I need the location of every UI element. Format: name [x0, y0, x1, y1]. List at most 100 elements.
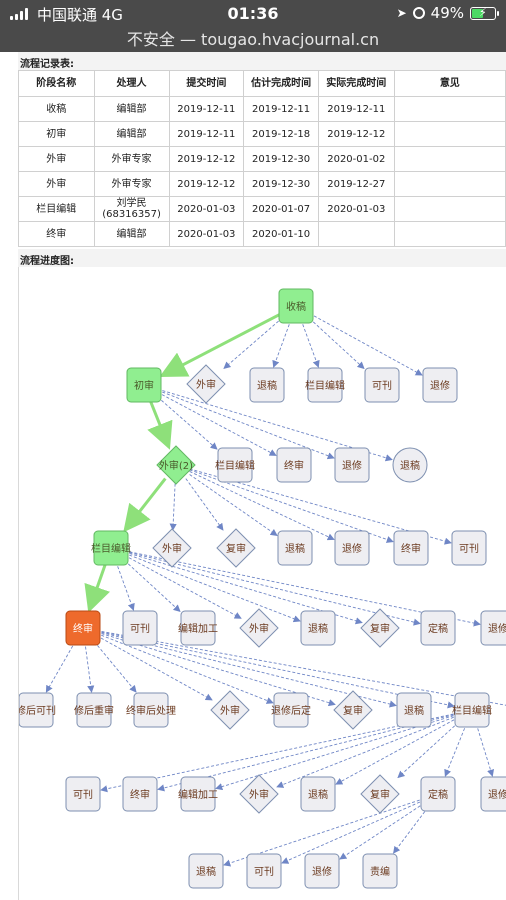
table-cell: 编辑部 [93, 96, 170, 122]
flow-node: 外审 [186, 364, 226, 404]
flow-edge [84, 641, 95, 693]
flow-node: 外审 [210, 690, 250, 730]
node-label: 退修 [342, 542, 362, 555]
table-cell: 2019-12-18 [243, 121, 319, 147]
flow-node: 初审 [126, 367, 162, 403]
flow-edge [157, 396, 218, 450]
node-shape [122, 776, 158, 812]
flow-edge [189, 474, 278, 536]
flow-node: 退修 [304, 853, 340, 889]
node-shape [360, 774, 400, 814]
flow-edge [475, 723, 495, 777]
node-label: 可刊 [254, 866, 274, 878]
url-bar[interactable]: 不安全 — tougao.hvacjournal.cn [126, 30, 380, 49]
node-label: 退修 [430, 379, 450, 392]
flow-node: 退修后定 [271, 692, 311, 728]
flow-node: 可刊 [451, 530, 487, 566]
node-shape [249, 367, 285, 403]
table-cell [393, 146, 506, 172]
table-cell: 外审 [18, 146, 95, 172]
node-label: 退修 [342, 459, 362, 472]
flow-nodes: 收稿初审外审退稿栏目编辑可刊退修外审(2)栏目编辑终审退修退稿栏目编辑外审复审退… [19, 288, 506, 889]
node-label: 栏目编辑 [452, 704, 492, 717]
flow-node: 编辑加工 [178, 610, 218, 646]
node-shape [300, 776, 336, 812]
flow-edge-active [84, 561, 110, 613]
table-header-row: 阶段名称 处理人 提交时间 估计完成时间 实际完成时间 意见 [18, 70, 506, 97]
node-label: 可刊 [459, 543, 479, 555]
node-shape [180, 610, 216, 646]
table-cell [317, 221, 395, 247]
flow-node: 退稿 [249, 367, 285, 403]
flow-edge [393, 807, 429, 854]
node-shape [93, 530, 129, 566]
node-shape [393, 530, 429, 566]
flow-node: 终审 [393, 530, 429, 566]
table-cell: 外审专家 [93, 171, 170, 197]
status-bar: 中国联通 4G 01:36 ➤ 49% ⚡ [0, 0, 506, 26]
col-submit-time: 提交时间 [168, 70, 245, 97]
flow-edge [93, 641, 137, 693]
node-label: 修后可刊 [19, 704, 56, 717]
node-label: 可刊 [130, 623, 150, 635]
flow-edge [115, 561, 135, 611]
flow-title: 流程进度图: [18, 249, 506, 267]
flow-edge [124, 554, 242, 619]
node-label: 定稿 [428, 622, 448, 635]
node-shape [422, 367, 458, 403]
node-shape [186, 364, 226, 404]
col-opinion: 意见 [393, 70, 506, 97]
flow-edge [96, 630, 506, 706]
node-shape [396, 692, 432, 728]
flow-node: 退修 [480, 776, 506, 812]
table-cell: 2019-12-11 [317, 96, 395, 122]
node-shape [360, 608, 400, 648]
node-shape [333, 690, 373, 730]
table-cell: 2019-12-11 [168, 96, 245, 122]
node-shape [65, 610, 101, 646]
flow-edge [281, 799, 425, 864]
node-label: 外审(2) [159, 459, 193, 472]
node-shape [156, 445, 196, 485]
flow-node: 退修 [422, 367, 458, 403]
node-label: 定稿 [428, 788, 448, 801]
flow-edge [335, 717, 459, 785]
node-label: 退稿 [257, 379, 277, 392]
flow-node: 退修 [480, 610, 506, 646]
flow-node: 复审 [360, 774, 400, 814]
flow-node: 终审 [276, 447, 312, 483]
flow-node: 外审 [239, 774, 279, 814]
node-label: 外审 [196, 378, 216, 391]
flow-node: 退稿 [300, 776, 336, 812]
node-shape [152, 528, 192, 568]
node-shape [216, 528, 256, 568]
table-cell: 编辑部 [93, 221, 170, 247]
node-label: 退修后定 [271, 704, 311, 717]
flow-node: 终审 [65, 610, 101, 646]
node-label: 复审 [343, 704, 363, 717]
node-label: 退修 [312, 865, 332, 878]
node-label: 终审 [130, 788, 150, 801]
flow-node: 栏目编辑 [305, 367, 345, 403]
node-label: 终审后处理 [126, 704, 176, 717]
node-label: 外审 [220, 704, 240, 717]
flow-node: 栏目编辑 [452, 692, 492, 728]
flow-node: 复审 [216, 528, 256, 568]
flow-edge [124, 560, 181, 613]
table-cell [393, 121, 506, 147]
node-label: 可刊 [372, 380, 392, 392]
flow-edge [157, 388, 393, 462]
node-label: 退稿 [285, 542, 305, 555]
table-cell: 2019-12-11 [243, 96, 319, 122]
col-stage: 阶段名称 [18, 70, 95, 97]
table-cell: 2019-12-11 [168, 121, 245, 147]
table-cell [393, 171, 506, 197]
flow-edge [189, 471, 335, 541]
node-shape [300, 610, 336, 646]
node-shape [362, 853, 398, 889]
flow-node: 退稿 [396, 692, 432, 728]
node-label: 退稿 [404, 704, 424, 717]
